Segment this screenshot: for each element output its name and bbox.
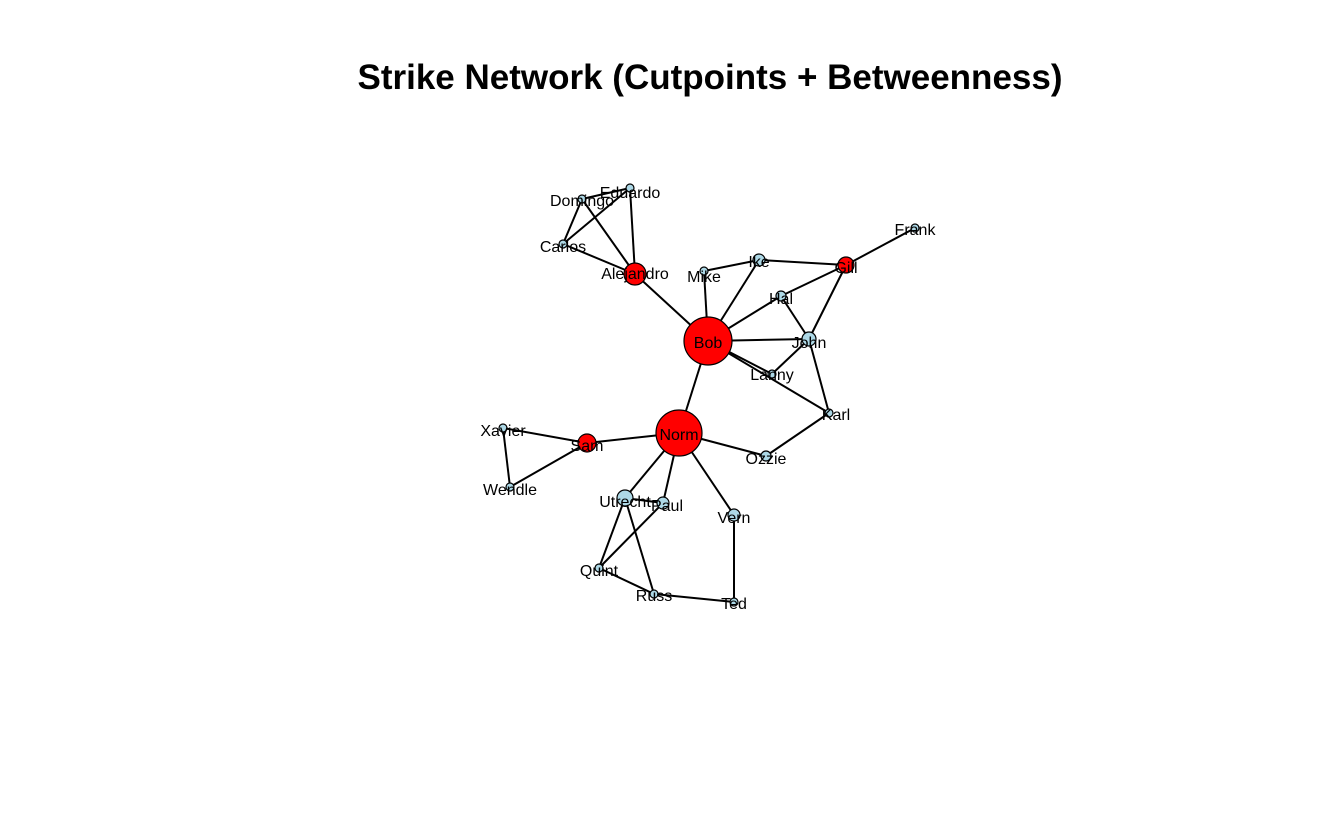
edge-utrecht-quint — [598, 497, 626, 569]
node-mike — [699, 266, 709, 276]
node-label-ozzie: Ozzie — [746, 451, 787, 468]
node-xavier — [498, 423, 508, 433]
node-bob — [683, 316, 733, 366]
edge-xavier-wendle — [502, 427, 511, 488]
node-russ — [649, 589, 659, 599]
node-lanny — [767, 369, 777, 379]
node-paul — [656, 496, 670, 510]
node-label-quint: Quint — [580, 563, 619, 580]
node-eduardo — [625, 183, 635, 193]
node-ozzie — [760, 450, 772, 462]
node-label-eduardo: Eduardo — [600, 185, 661, 202]
edge-russ-ted — [653, 593, 735, 603]
chart-title: Strike Network (Cutpoints + Betweenness) — [357, 58, 1063, 97]
edge-hal-john — [780, 295, 810, 340]
node-label-ted: Ted — [721, 596, 747, 613]
edge-carlos-alejandro — [562, 243, 636, 275]
edge-john-gill — [808, 264, 847, 340]
node-ike — [752, 253, 766, 267]
node-label-lanny: Lanny — [750, 367, 794, 384]
node-label-frank: Frank — [895, 222, 937, 239]
node-layer — [498, 183, 920, 607]
node-label-hal: Hal — [769, 291, 793, 308]
node-frank — [910, 223, 920, 233]
node-label-xavier: Xavier — [480, 423, 526, 440]
edge-ike-gill — [758, 259, 847, 266]
node-label-domingo: Domingo — [550, 193, 614, 210]
edge-quint-russ — [598, 567, 655, 595]
node-carlos — [558, 239, 568, 249]
node-label-karl: Karl — [822, 407, 850, 424]
node-norm — [655, 409, 703, 457]
node-label-norm: Norm — [659, 427, 698, 444]
node-ted — [729, 597, 739, 607]
node-john — [801, 331, 817, 347]
node-quint — [594, 563, 604, 573]
node-label-gill: Gill — [834, 260, 857, 277]
node-label-carlos: Carlos — [540, 239, 586, 256]
edge-gill-frank — [845, 227, 916, 266]
node-hal — [775, 290, 787, 302]
node-label-utrecht: Utrecht — [599, 494, 651, 511]
node-utrecht — [616, 489, 634, 507]
edge-eduardo-carlos — [562, 187, 631, 245]
node-label-paul: Paul — [651, 498, 683, 515]
node-vern — [727, 508, 741, 522]
edge-utrecht-russ — [624, 497, 655, 595]
node-label-sam: Sam — [571, 438, 604, 455]
node-sam — [577, 433, 597, 453]
node-alejandro — [623, 262, 647, 286]
edge-john-karl — [808, 338, 830, 414]
node-label-vern: Vern — [718, 510, 751, 527]
node-label-john: John — [792, 335, 827, 352]
edge-domingo-alejandro — [581, 198, 636, 275]
edge-paul-quint — [598, 502, 664, 569]
node-domingo — [577, 194, 587, 204]
edge-eduardo-alejandro — [629, 187, 636, 275]
node-wendle — [505, 482, 515, 492]
edge-john-lanny — [771, 338, 810, 375]
edge-hal-gill — [780, 264, 847, 297]
node-karl — [824, 408, 834, 418]
edge-domingo-eduardo — [581, 187, 631, 200]
node-label-wendle: Wendle — [483, 482, 537, 499]
node-label-bob: Bob — [694, 335, 723, 352]
node-label-russ: Russ — [636, 588, 672, 605]
edge-domingo-carlos — [562, 198, 583, 245]
node-label-alejandro: Alejandro — [601, 266, 669, 283]
edge-karl-ozzie — [765, 412, 830, 457]
node-label-ike: Ike — [748, 254, 769, 271]
edge-sam-xavier — [502, 427, 588, 444]
edge-mike-ike — [703, 259, 760, 272]
node-gill — [837, 256, 855, 274]
node-label-mike: Mike — [687, 269, 721, 286]
edge-sam-wendle — [509, 442, 588, 488]
